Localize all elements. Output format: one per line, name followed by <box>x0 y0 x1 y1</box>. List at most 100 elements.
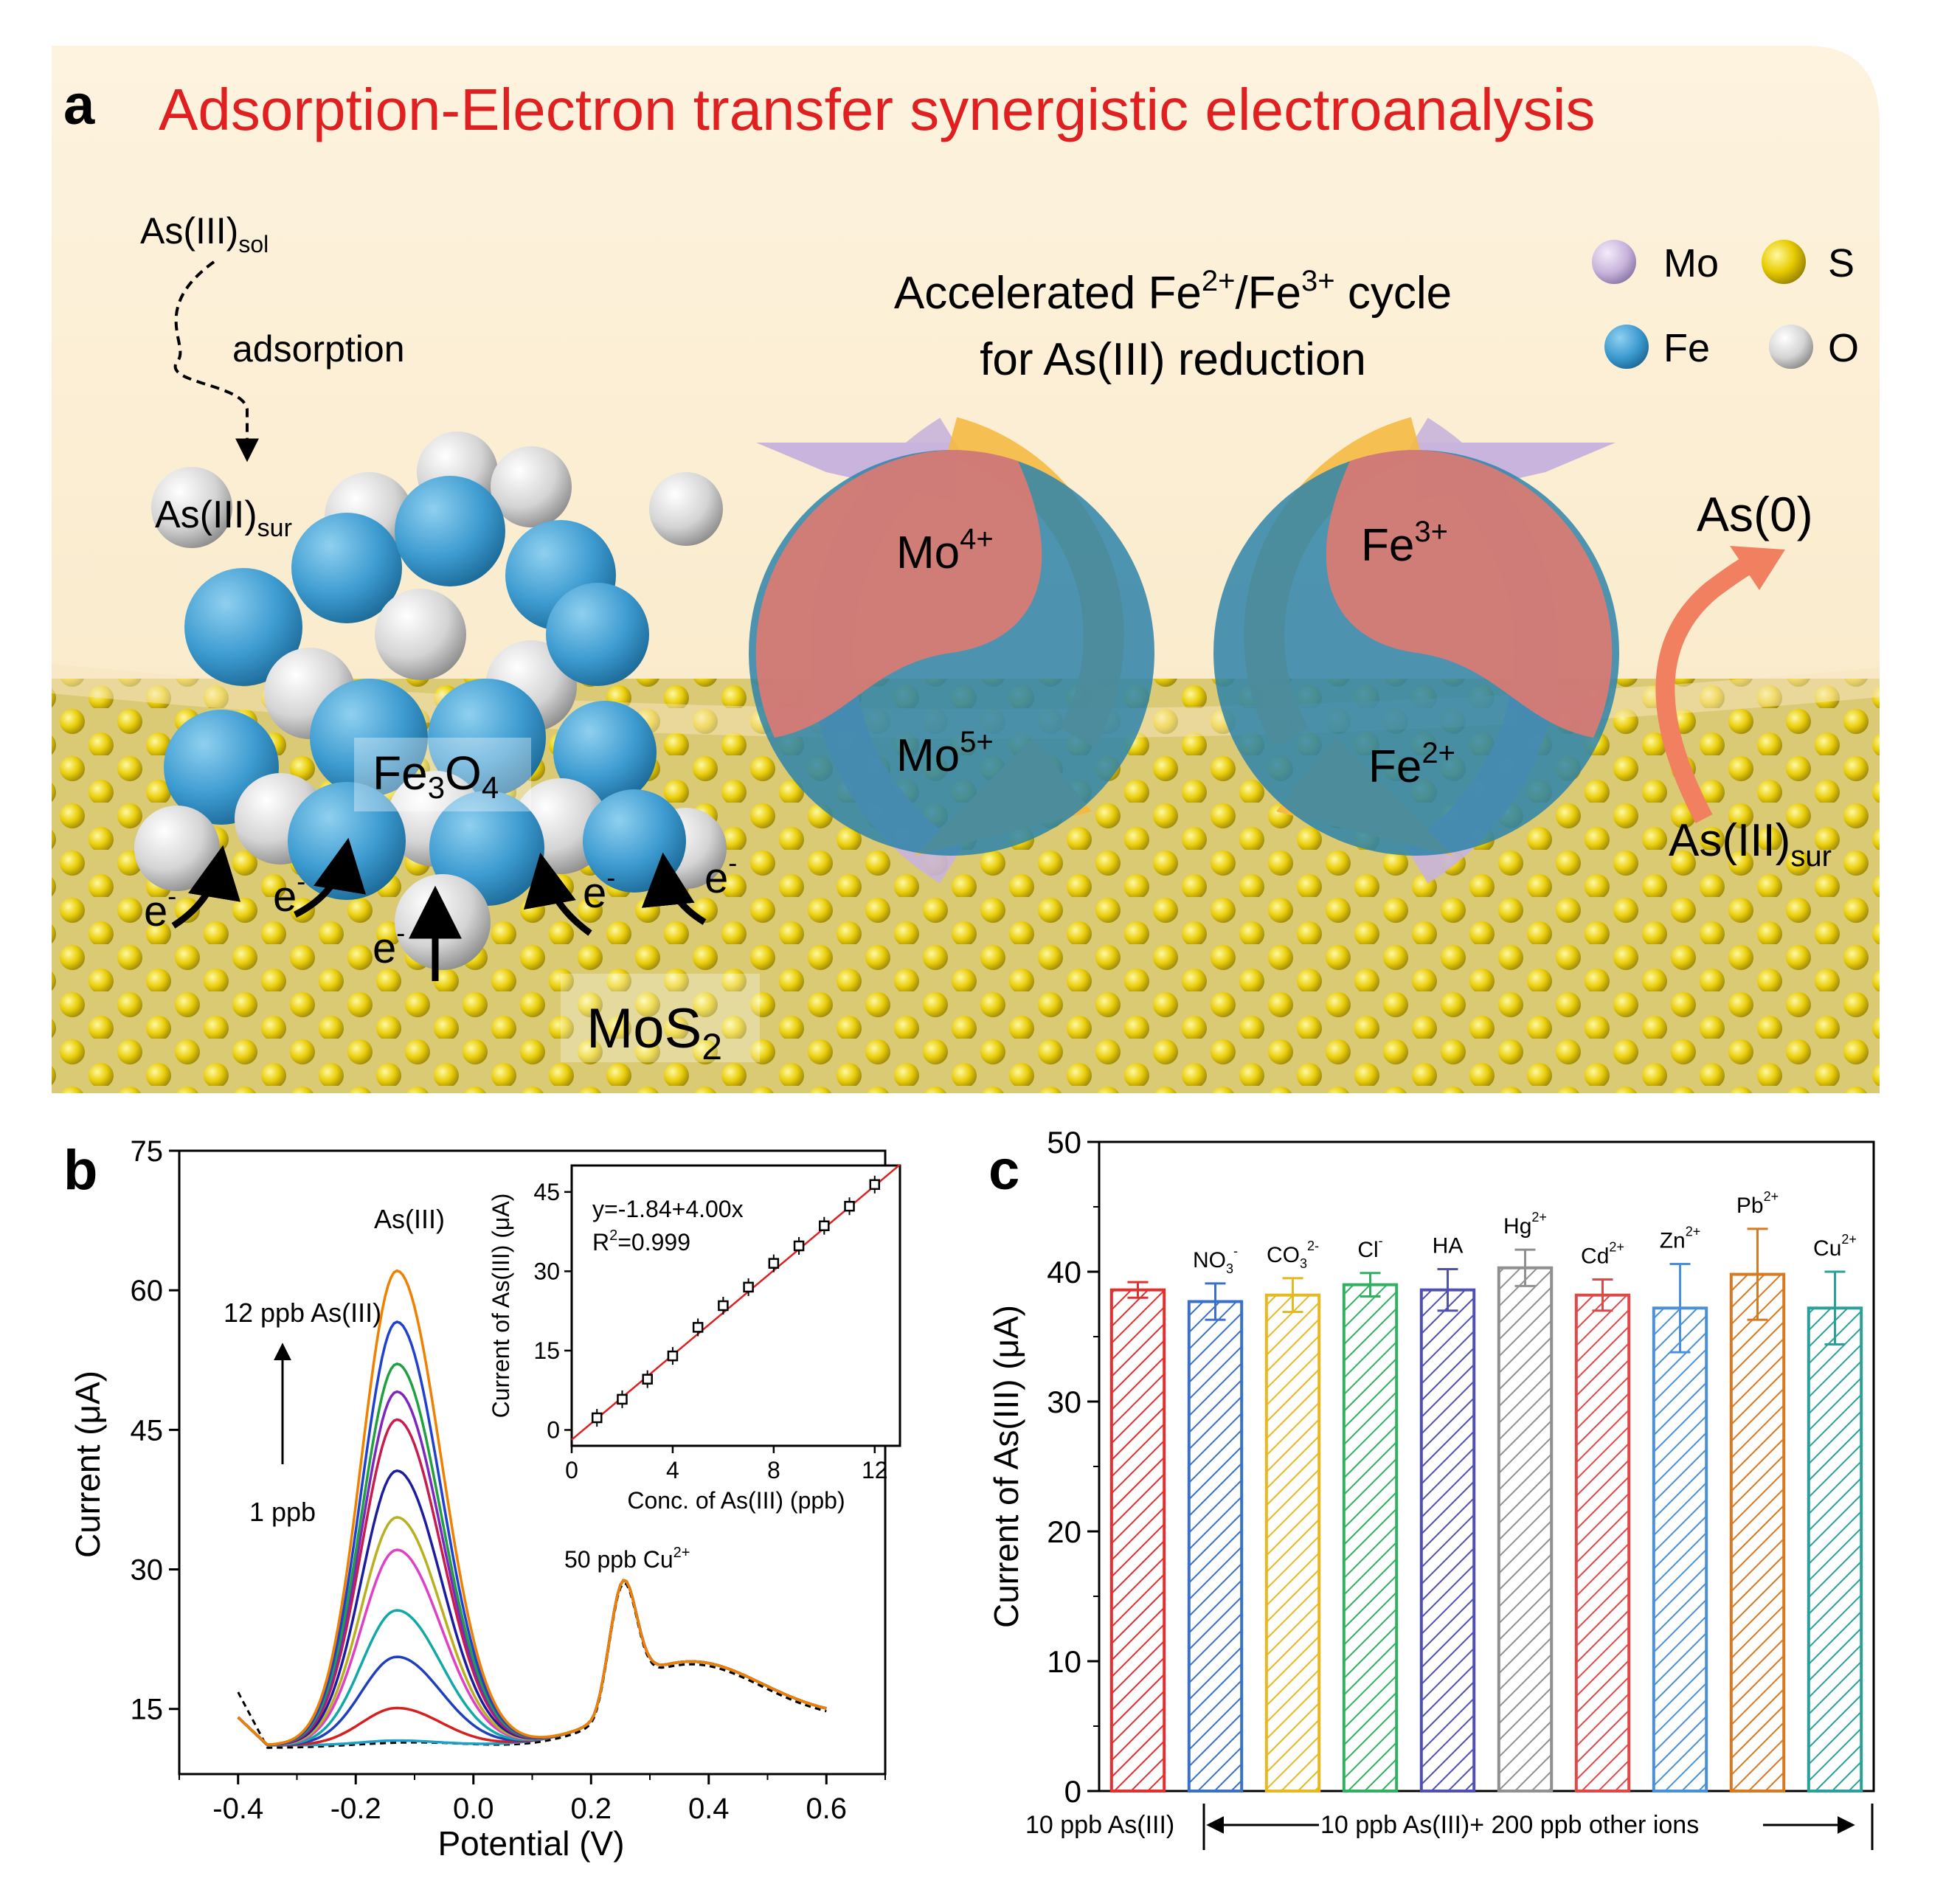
mo4-label: Mo4+ <box>896 523 994 578</box>
bar <box>1342 1283 1399 1793</box>
panel-b-lines <box>237 1269 827 1749</box>
bar-label: Pb2+ <box>1736 1189 1779 1218</box>
inset-point <box>793 1240 805 1252</box>
inset-xtick-label: 12 <box>862 1457 888 1483</box>
inset-xtick-label: 8 <box>767 1457 780 1483</box>
panel-c-label: c <box>988 1139 1019 1202</box>
fe3-label: Fe3+ <box>1361 516 1448 571</box>
as-peak-label: As(III) <box>374 1204 445 1234</box>
atom-legend: Mo S Fe O <box>1592 240 1859 370</box>
adsorption-label: adsorption <box>232 328 405 370</box>
inset-xtick-label: 0 <box>565 1457 578 1483</box>
bar <box>1574 1293 1631 1793</box>
inset-point <box>591 1412 603 1424</box>
panel-b-xtick-label: -0.4 <box>212 1793 263 1825</box>
panel-a: a Adsorption-Electron transfer synergist… <box>52 46 1880 1093</box>
inset-ytick-label: 15 <box>533 1337 560 1364</box>
panel-b-ytick-label: 45 <box>131 1414 164 1447</box>
fe2-label: Fe2+ <box>1368 737 1455 792</box>
bar-label: NO3- <box>1193 1244 1238 1276</box>
as0-arrow <box>1655 552 1761 824</box>
inset-xlabel: Conc. of As(III) (ppb) <box>627 1487 845 1514</box>
as-sur-right-label: As(III)sur <box>1669 815 1832 873</box>
panel-b-label: b <box>63 1139 97 1202</box>
bar <box>1264 1293 1321 1793</box>
inset-point <box>743 1281 754 1293</box>
panel-b-xtick-label: 0.2 <box>570 1793 612 1825</box>
legend-s-swatch <box>1762 240 1806 284</box>
panel-b-xtick-label: 0.6 <box>806 1793 847 1825</box>
inset-point <box>718 1300 729 1312</box>
inset-point <box>667 1350 679 1362</box>
panel-b-ytick-label: 75 <box>131 1135 164 1168</box>
dpv-curve <box>237 1269 827 1746</box>
legend-s-label: S <box>1828 241 1855 285</box>
panel-c-ytick-label: 10 <box>1047 1644 1081 1679</box>
panel-b-ytick-label: 30 <box>131 1554 164 1587</box>
inset-point <box>768 1258 780 1269</box>
bar-label: Cu2+ <box>1813 1232 1857 1261</box>
panel-a-label: a <box>63 74 95 136</box>
fe3o4-label: Fe3O4 <box>373 747 499 805</box>
bar-label: Hg2+ <box>1503 1210 1547 1239</box>
mo-redox-cycle: Mo4+ Mo5+ <box>749 417 1154 884</box>
adsorption-arrow <box>173 260 259 463</box>
bar <box>1187 1300 1244 1793</box>
svg-text:e-: e- <box>373 918 405 972</box>
svg-text:e-: e- <box>144 881 176 935</box>
footer-left: 10 ppb As(III) <box>1025 1811 1174 1839</box>
panel-b-xtick-label: 0.4 <box>688 1793 730 1825</box>
top-conc-label: 12 ppb As(III) <box>224 1298 381 1328</box>
mo5-label: Mo5+ <box>896 726 994 781</box>
bar <box>1419 1288 1476 1793</box>
panel-c-ytick-label: 40 <box>1047 1255 1081 1289</box>
as-sol-label: As(III)sol <box>140 210 269 257</box>
inset-point <box>617 1393 628 1405</box>
mos2-label: MoS2 <box>586 997 722 1067</box>
bar-label: Cd2+ <box>1581 1240 1624 1269</box>
panel-c-ytick-label: 20 <box>1047 1514 1081 1549</box>
bar <box>1652 1306 1708 1793</box>
svg-text:e-: e- <box>704 848 737 902</box>
inset-point <box>692 1322 704 1333</box>
panel-b-xlabel: Potential (V) <box>437 1824 624 1863</box>
legend-o-swatch <box>1769 325 1813 369</box>
panel-b-ytick-label: 60 <box>131 1275 164 1307</box>
panel-b-xtick-label: -0.2 <box>330 1793 381 1825</box>
as-sur-left-label: As(III)sur <box>155 493 292 542</box>
legend-fe-label: Fe <box>1663 326 1710 370</box>
inset-point <box>642 1374 653 1385</box>
fe3o4-cluster <box>134 432 727 970</box>
panel-b-ylabel: Current (μA) <box>69 1371 107 1558</box>
bar-label: Zn2+ <box>1660 1224 1701 1253</box>
inset-ytick-label: 0 <box>547 1416 560 1443</box>
panel-c-ytick-label: 50 <box>1047 1125 1081 1160</box>
cycle-line-2: for As(III) reduction <box>980 334 1366 385</box>
legend-o-label: O <box>1828 326 1859 370</box>
bar-label: HA <box>1433 1233 1464 1258</box>
inset-ytick-label: 45 <box>533 1179 560 1205</box>
electron-arrows <box>171 837 707 981</box>
svg-text:e-: e- <box>583 862 615 917</box>
inset-r2: R2=0.999 <box>592 1227 690 1255</box>
panel-a-title: Adsorption-Electron transfer synergistic… <box>159 77 1596 142</box>
panel-b-xtick-label: 0.0 <box>453 1793 494 1825</box>
inset-point <box>819 1220 830 1231</box>
cu-peak-label: 50 ppb Cu2+ <box>564 1545 690 1573</box>
bar <box>1497 1266 1554 1793</box>
inset-point <box>844 1200 855 1212</box>
bar <box>1109 1288 1166 1793</box>
inset-point <box>869 1179 881 1191</box>
panel-b: b -0.4 -0.2 0.0 0.2 0.4 0.6 15 30 45 60 75 Potenti… <box>63 1135 901 1863</box>
inset-ylabel: Current of As(III) (μA) <box>488 1194 514 1419</box>
panel-c-ytick-label: 0 <box>1064 1774 1081 1809</box>
cycle-line-1: Accelerated Fe2+/Fe3+ cycle <box>894 265 1452 319</box>
svg-text:e-: e- <box>273 866 305 921</box>
footer-right: 10 ppb As(III)+ 200 ppb other ions <box>1320 1811 1699 1839</box>
electron-labels: e- e- e- e- e- <box>144 848 737 972</box>
